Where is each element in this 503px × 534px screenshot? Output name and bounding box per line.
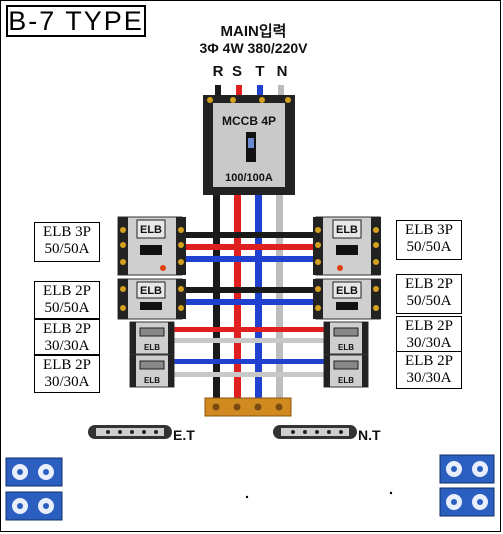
copper-bus-bar [204,397,292,417]
left-elb-2p-30a-lower [129,354,175,388]
label-line2: 50/50A [406,293,452,309]
terminal-block-bottom-right-upper [439,454,495,484]
main-input-spec: 3Φ 4W 380/220V [199,40,308,56]
left-label-elb-2p-50a: ELB 2P 50/50A [34,281,100,319]
left-label-elb-2p-30a-lower: ELB 2P 30/30A [34,355,100,393]
label-line1: ELB 2P [43,283,91,299]
label-line1: ELB 2P [405,353,453,369]
left-label-elb-2p-30a-upper: ELB 2P 30/30A [34,319,100,355]
right-label-elb-2p-30a-lower: ELB 2P 30/30A [396,351,462,389]
right-label-elb-2p-30a-upper: ELB 2P 30/30A [396,316,462,352]
neutral-terminal-label: N.T [358,427,381,443]
label-line1: ELB 2P [43,321,91,337]
left-elb-2p-30a-lower-face: ELB [144,376,160,385]
diagram-title: B-7 TYPE [6,5,146,37]
left-elb-3p-face: ELB [140,224,162,236]
left-elb-2p-50a [117,278,186,320]
terminal-block-bottom-left-lower [5,491,63,521]
mccb-rating: 100/100A [225,172,273,184]
label-line2: 50/50A [44,300,90,316]
label-line1: ELB 2P [405,276,453,292]
terminal-block-bottom-left-upper [5,457,63,487]
label-line1: ELB 2P [43,357,91,373]
label-line1: ELB 2P [405,318,453,334]
left-elb-2p-30a-upper [129,321,175,355]
label-line1: ELB 3P [43,224,91,240]
right-elb-2p-30a-upper-face: ELB [338,343,354,352]
label-line2: 30/30A [44,374,90,390]
phase-label-s: S [231,63,242,80]
label-line2: 30/30A [406,370,452,386]
main-input-title: MAIN입력 [220,23,287,40]
left-elb-2p-30a-upper-face: ELB [144,343,160,352]
label-line1: ELB 3P [405,222,453,238]
neutral-terminal-bar [273,425,357,439]
right-elb-3p-face: ELB [336,224,358,236]
right-elb-3p [313,216,381,276]
phase-label-n: N [276,63,288,80]
right-elb-2p-30a-upper [323,321,369,355]
earth-terminal-label: E.T [173,427,195,443]
label-line2: 30/30A [44,338,90,354]
right-label-elb-3p: ELB 3P 50/50A [396,220,462,260]
label-line2: 50/50A [406,239,452,255]
mccb-breaker [203,95,295,195]
right-elb-2p-50a-face: ELB [336,285,358,297]
mccb-label: MCCB 4P [222,114,276,128]
label-line2: 50/50A [44,241,90,257]
left-label-elb-3p: ELB 3P 50/50A [34,222,100,262]
right-label-elb-2p-50a: ELB 2P 50/50A [396,274,462,314]
label-line2: 30/30A [406,335,452,351]
phase-label-t: T [255,63,265,80]
phase-label-r: R [212,63,224,80]
left-elb-3p [117,216,186,276]
earth-terminal-bar [88,425,172,439]
left-elb-2p-50a-face: ELB [140,285,162,297]
right-elb-2p-50a [313,278,381,320]
right-elb-2p-30a-lower-face: ELB [338,376,354,385]
terminal-block-bottom-right-lower [439,487,495,517]
right-elb-2p-30a-lower [323,354,369,388]
